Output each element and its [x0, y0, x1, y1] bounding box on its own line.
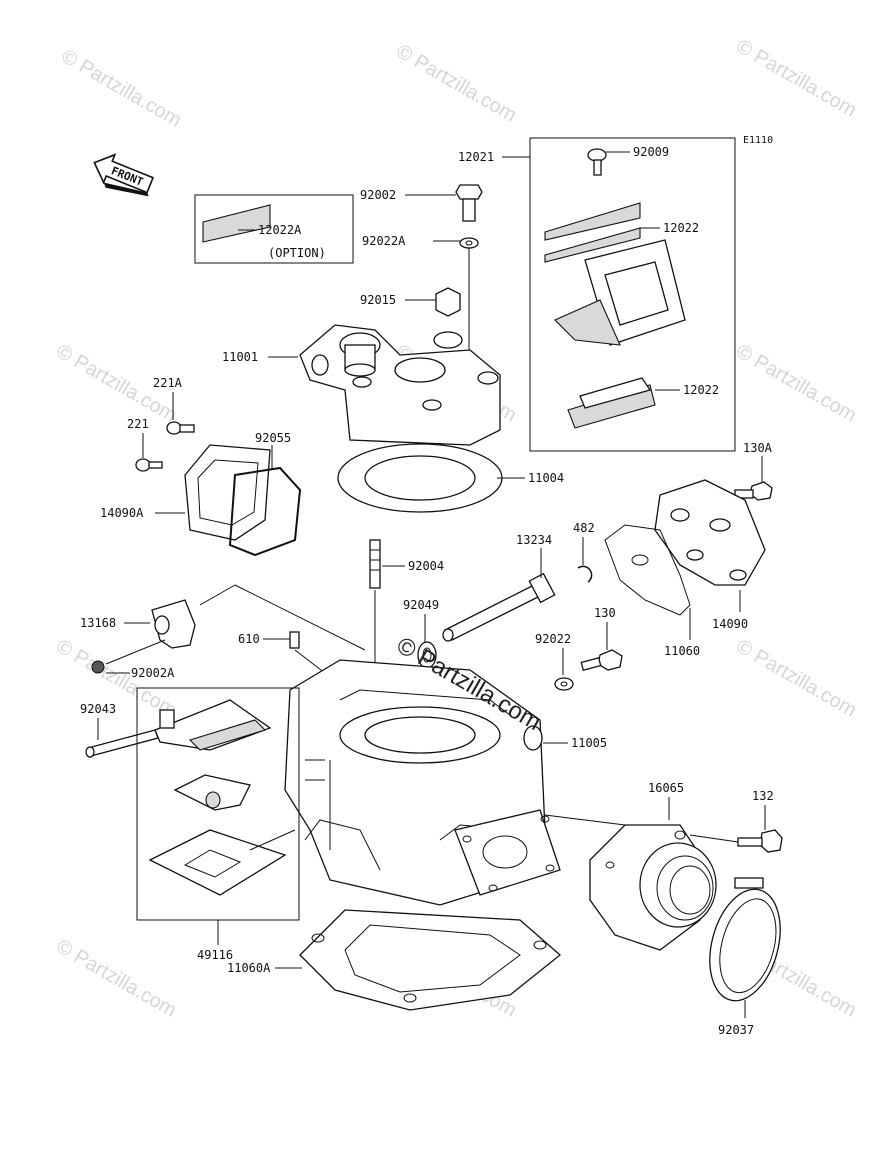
reed-valve-group: 12021 92009 12022 12022	[458, 137, 736, 452]
part-label: 92002A	[131, 666, 175, 680]
right-cover: 130A 11060 14090	[604, 441, 773, 658]
part-label: 12022	[663, 221, 699, 235]
cylinder: 11005	[284, 659, 607, 906]
left-cover: 221A 221 92055 14090A	[100, 376, 302, 557]
part-label: 132	[752, 789, 774, 803]
part-label: 11060	[664, 644, 700, 658]
part-label: 11001	[222, 350, 258, 364]
part-label: 221A	[153, 376, 183, 390]
washer-bolt: 92022 130	[535, 606, 623, 691]
head-gasket: 11004	[337, 443, 564, 513]
part-label: 49116	[197, 948, 233, 962]
part-label: 16065	[648, 781, 684, 795]
watermark: © Partzilla.com	[393, 40, 521, 126]
part-label: 92015	[360, 293, 396, 307]
part-label: 12021	[458, 150, 494, 164]
part-label: 92055	[255, 431, 291, 445]
part-label: 14090	[712, 617, 748, 631]
valve-shaft: 13234 482	[442, 521, 595, 642]
part-label: 92009	[633, 145, 669, 159]
watermark: © Partzilla.com	[58, 45, 186, 131]
option-label: (OPTION)	[268, 246, 326, 260]
part-label: 13168	[80, 616, 116, 630]
base-gasket: 11060A	[227, 909, 562, 1011]
part-label: 11060A	[227, 961, 271, 975]
part-label: 482	[573, 521, 595, 535]
head-fasteners: 92002 92022A 92015	[360, 184, 483, 370]
part-label: 221	[127, 417, 149, 431]
watermark: © Partzilla.com	[53, 935, 181, 1021]
part-label: 92037	[718, 1023, 754, 1037]
part-label: 12022	[683, 383, 719, 397]
exhaust-bracket: 13168 92002A	[80, 584, 366, 680]
watermark: © Partzilla.com	[733, 35, 861, 121]
option-box: 12022A (OPTION)	[194, 194, 354, 264]
exhaust-valve-box: 92043 49116	[80, 687, 300, 962]
part-label: 92004	[408, 559, 444, 573]
part-label: 12022A	[258, 223, 302, 237]
cylinder-head: 11001	[222, 324, 501, 446]
part-label: 92022	[535, 632, 571, 646]
part-label: 13234	[516, 533, 552, 547]
watermark: © Partzilla.com	[733, 635, 861, 721]
part-label: 11005	[571, 736, 607, 750]
part-label: 92043	[80, 702, 116, 716]
part-label: 130A	[743, 441, 773, 455]
watermark: © Partzilla.com	[733, 340, 861, 426]
part-label: 92002	[360, 188, 396, 202]
part-label: 610	[238, 632, 260, 646]
intake-manifold: 16065 132 92037	[544, 781, 783, 1037]
part-label: 14090A	[100, 506, 144, 520]
oil-seal: 92049	[403, 598, 439, 669]
part-label: 92049	[403, 598, 439, 612]
front-arrow: FRONT	[93, 153, 155, 197]
diagram-code: E1110	[743, 135, 773, 146]
part-label: 92022A	[362, 234, 406, 248]
part-label: 11004	[528, 471, 564, 485]
part-label: 130	[594, 606, 616, 620]
